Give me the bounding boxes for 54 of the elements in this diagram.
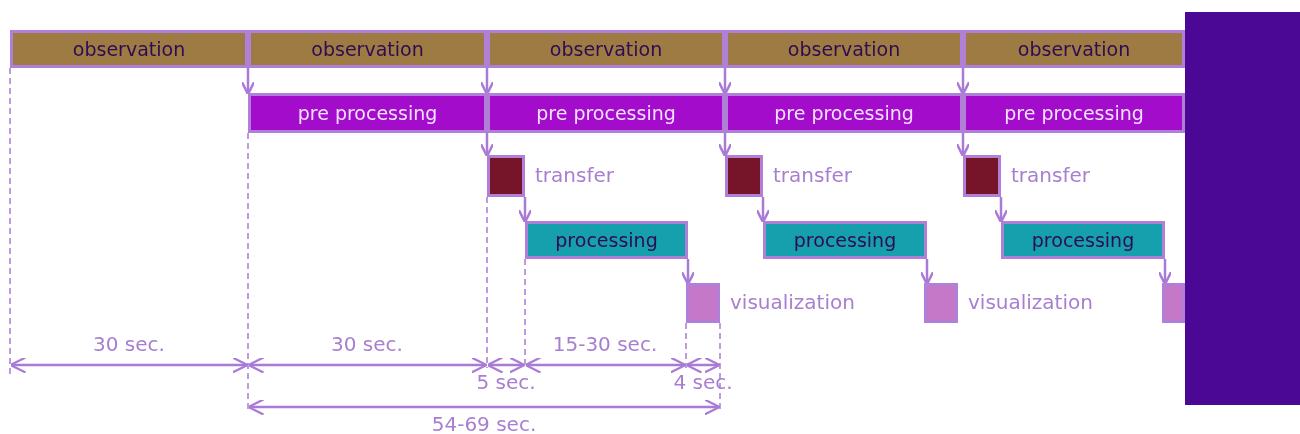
preprocessing-bar: [725, 93, 963, 133]
processing-bar: [525, 221, 688, 259]
bar-label: processing: [793, 229, 897, 251]
step-label: visualization: [968, 290, 1093, 314]
arrow: [919, 259, 935, 286]
arrow: [955, 68, 971, 96]
observation-bar: [487, 30, 725, 68]
duration-label: 30 sec.: [93, 332, 165, 356]
processing-bar: [763, 221, 927, 259]
transfer-square: [725, 155, 763, 197]
bar-label: pre processing: [297, 102, 438, 124]
preprocessing-bar: [487, 93, 725, 133]
arrow: [717, 133, 733, 158]
bar-label: processing: [555, 229, 658, 251]
visualization-square: [924, 283, 958, 323]
preprocessing-bar: [963, 93, 1185, 133]
bar-label: processing: [1031, 229, 1135, 251]
bar-label: pre processing: [536, 102, 676, 124]
preprocessing-bar: [248, 93, 487, 133]
step-label: transfer: [535, 163, 614, 187]
step-label: transfer: [1011, 163, 1090, 187]
arrow: [993, 197, 1009, 224]
step-label: visualization: [730, 290, 855, 314]
duration-label: 15-30 sec.: [552, 332, 658, 356]
observation-bar: [963, 30, 1185, 68]
transfer-square: [963, 155, 1001, 197]
transfer-square: [487, 155, 525, 197]
bar-label: pre processing: [774, 102, 914, 124]
bar-label: observation: [787, 38, 901, 60]
processing-bar: [1001, 221, 1165, 259]
duration-label: 30 sec.: [331, 332, 403, 356]
arrow: [240, 68, 256, 96]
bar-label: observation: [72, 38, 186, 60]
duration-label: 5 sec.: [476, 370, 536, 394]
observation-bar: [10, 30, 248, 68]
observation-bar: [725, 30, 963, 68]
arrow: [955, 133, 971, 158]
arrow: [680, 259, 696, 286]
bar-label: observation: [1017, 38, 1131, 60]
observation-bar: [248, 30, 487, 68]
duration-label: 54-69 sec.: [431, 412, 537, 434]
arrow: [755, 197, 771, 224]
arrow: [479, 68, 495, 96]
arrow: [479, 133, 495, 158]
arrow: [1157, 259, 1173, 286]
step-label: transfer: [773, 163, 852, 187]
bar-label: pre processing: [1004, 102, 1144, 124]
arrow: [717, 68, 733, 96]
bar-label: observation: [549, 38, 663, 60]
duration-label: 4 sec.: [673, 370, 733, 394]
arrow: [517, 197, 533, 224]
bar-label: observation: [311, 38, 424, 60]
visualization-square: [686, 283, 720, 323]
visualization-square: [1162, 283, 1185, 323]
